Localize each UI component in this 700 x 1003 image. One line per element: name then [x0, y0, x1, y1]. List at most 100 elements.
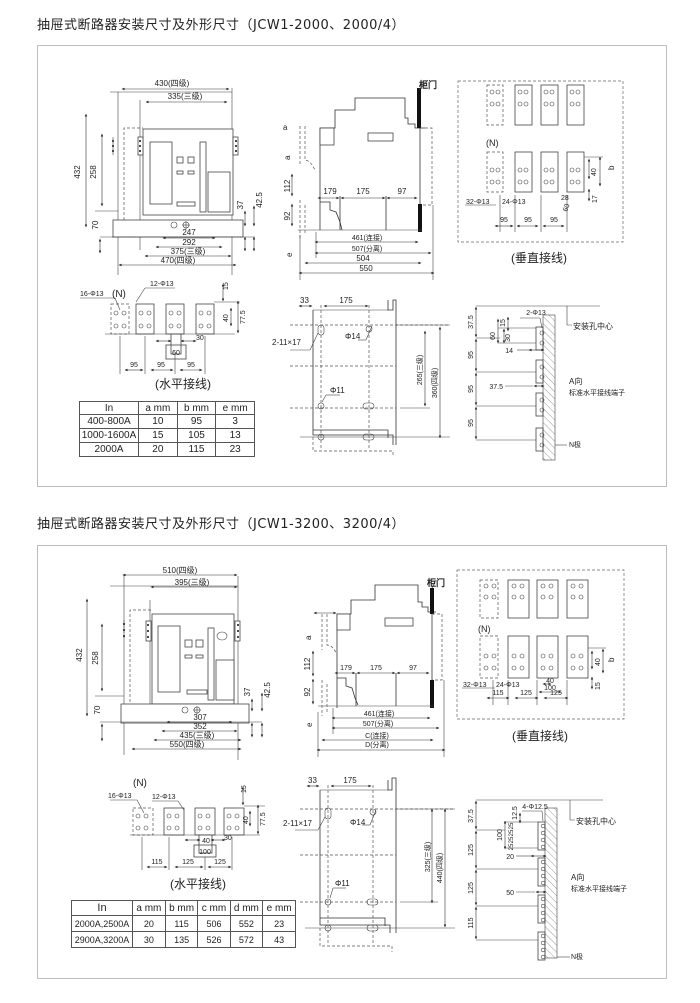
vw-holes-n: 32-Φ13	[466, 199, 490, 206]
side-door-label: 柜门	[418, 79, 437, 90]
front-bottom-3: 375(三级)	[171, 246, 206, 256]
tm-n-pole: N极	[569, 440, 581, 449]
tm-pitch-2: 95	[468, 385, 475, 393]
side2-a-label: a	[304, 635, 313, 640]
side2-dim-d: D(分离)	[365, 740, 389, 749]
vw2-spacing-1: 115	[492, 690, 503, 697]
mt2-dim-4pole: 440(四级)	[435, 853, 444, 883]
front2-bottom-4: 550(四级)	[170, 739, 205, 749]
side2-dim-92: 92	[303, 687, 312, 696]
tm2-dim-375: 37.5	[468, 809, 475, 823]
table-cell: 43	[262, 931, 296, 948]
tm-dim-60: 60	[490, 332, 497, 340]
tm2-dim-125: 12.5	[512, 806, 519, 820]
side2-e-label: e	[305, 722, 314, 727]
side-view-drawing	[290, 79, 435, 280]
hw-n-label: (N)	[112, 289, 126, 300]
front-view-drawing-2	[85, 573, 264, 760]
vw-n-label: (N)	[486, 138, 499, 148]
table-cell: 2000A	[79, 442, 139, 457]
vw-dim-60: 60	[562, 203, 571, 213]
hw-dim-40: 40	[223, 314, 230, 322]
hw-caption: (水平接线)	[155, 376, 211, 391]
section-1-drawings: 430(四级) 335(三级) 432 258 70 37 42.5 247 2…	[73, 78, 625, 461]
mt-dim-33: 33	[300, 296, 309, 305]
tm-a-dir: A向	[569, 376, 582, 386]
front-height-total: 432	[73, 165, 82, 179]
front-bottom-2: 292	[182, 238, 196, 247]
terminal-drawing	[474, 305, 600, 461]
front2-bottom-1: 307	[193, 713, 207, 722]
table-row: 2000A,2500A 20 115 506 552 23	[71, 915, 296, 932]
tm2-a-dir: A向	[571, 872, 584, 882]
table-cell: 20	[132, 915, 166, 932]
table-cell: 23	[262, 915, 296, 932]
vw-spacing-1: 95	[500, 217, 508, 224]
mt2-dim-33: 33	[308, 776, 317, 785]
tm2-holes: 4-Φ12.5	[522, 804, 548, 811]
table-cell: 23	[215, 442, 255, 457]
table-row: 2900A,3200A 30 135 526 572 43	[71, 931, 296, 948]
table-cell: 526	[197, 931, 231, 948]
mt-dim-175: 175	[339, 296, 353, 305]
mt-dim-3pole: 265(三级)	[415, 355, 424, 385]
table-row: 2000A 20 115 23	[79, 442, 255, 457]
table-cell: 572	[229, 931, 264, 948]
side-dim-c: 504	[356, 254, 370, 263]
hw-spacing-3: 95	[187, 362, 195, 369]
table-cell: 135	[164, 931, 199, 948]
side-dim-connected: 461(连接)	[352, 233, 382, 242]
section-1-table: In a mm b mm e mm 400-800A 10 95 3 1000-…	[79, 401, 255, 457]
front-base-b: 42.5	[255, 192, 264, 208]
section-2-title: 抽屉式断路器安装尺寸及外形尺寸（JCW1-3200、3200/4）	[37, 517, 406, 532]
table-header: b mm	[164, 900, 199, 916]
vw2-spacing-3: 125	[550, 690, 562, 697]
tm-dim-14: 14	[505, 348, 513, 355]
hw-dim-15: 15	[223, 282, 230, 290]
tm2-dim-20: 20	[506, 854, 514, 861]
side-dim-97: 97	[398, 187, 407, 196]
tm2-sub-1: 25	[509, 822, 515, 829]
vw2-dim-40b: 40	[595, 658, 602, 666]
mt2-slot: 2-11×17	[283, 819, 313, 828]
tm-dim-30: 30	[505, 334, 512, 342]
hw2-holes-n: 16-Φ13	[108, 793, 132, 800]
section-1-title: 抽屉式断路器安装尺寸及外形尺寸（JCW1-2000、2000/4）	[37, 18, 406, 33]
hw2-spacing-2: 125	[182, 859, 194, 866]
tm2-dim-50: 50	[506, 890, 514, 897]
tm-pitch-1: 95	[468, 351, 475, 359]
vw2-holes-n: 32-Φ13	[463, 682, 487, 689]
vw-dim-17: 17	[592, 195, 599, 203]
hw2-n-label: (N)	[133, 778, 147, 789]
tm2-n-pole: N极	[571, 952, 583, 961]
table-header: c mm	[197, 900, 231, 916]
table-cell: 506	[197, 915, 231, 932]
side-a-label: a	[283, 123, 288, 132]
vw2-dim-100: 100	[544, 685, 556, 692]
vw-spacing-2: 95	[524, 217, 532, 224]
front-width-3pole: 335(三级)	[168, 91, 203, 101]
side-dim-179: 179	[323, 187, 337, 196]
front2-height-total: 432	[75, 648, 84, 662]
front-bottom-4: 470(四级)	[161, 255, 196, 265]
mt2-dim-175: 175	[343, 776, 357, 785]
mt-slot: 2-11×17	[272, 338, 302, 347]
vw-dim-b: b	[607, 165, 616, 170]
table-cell: 2000A,2500A	[71, 915, 133, 932]
mt2-hole11: Φ11	[335, 879, 350, 888]
side-dim-92: 92	[283, 211, 292, 220]
table-cell: 552	[229, 915, 264, 932]
vw-holes: 24-Φ13	[502, 199, 526, 206]
vw-dim-40: 40	[591, 168, 598, 176]
table-header: In	[71, 900, 133, 916]
front-bottom-1: 247	[182, 228, 196, 237]
tm-holes: 2-Φ13	[526, 310, 546, 317]
tm2-sub-2: 25	[509, 829, 515, 836]
tm-dim-15: 15	[500, 319, 507, 327]
vw2-holes: 24-Φ13	[496, 682, 520, 689]
hw-spacing-2: 95	[157, 362, 165, 369]
hw2-dim-15: 15	[241, 785, 248, 793]
side-dim-112: 112	[283, 179, 292, 192]
mt2-hole14: Φ14	[350, 818, 366, 827]
